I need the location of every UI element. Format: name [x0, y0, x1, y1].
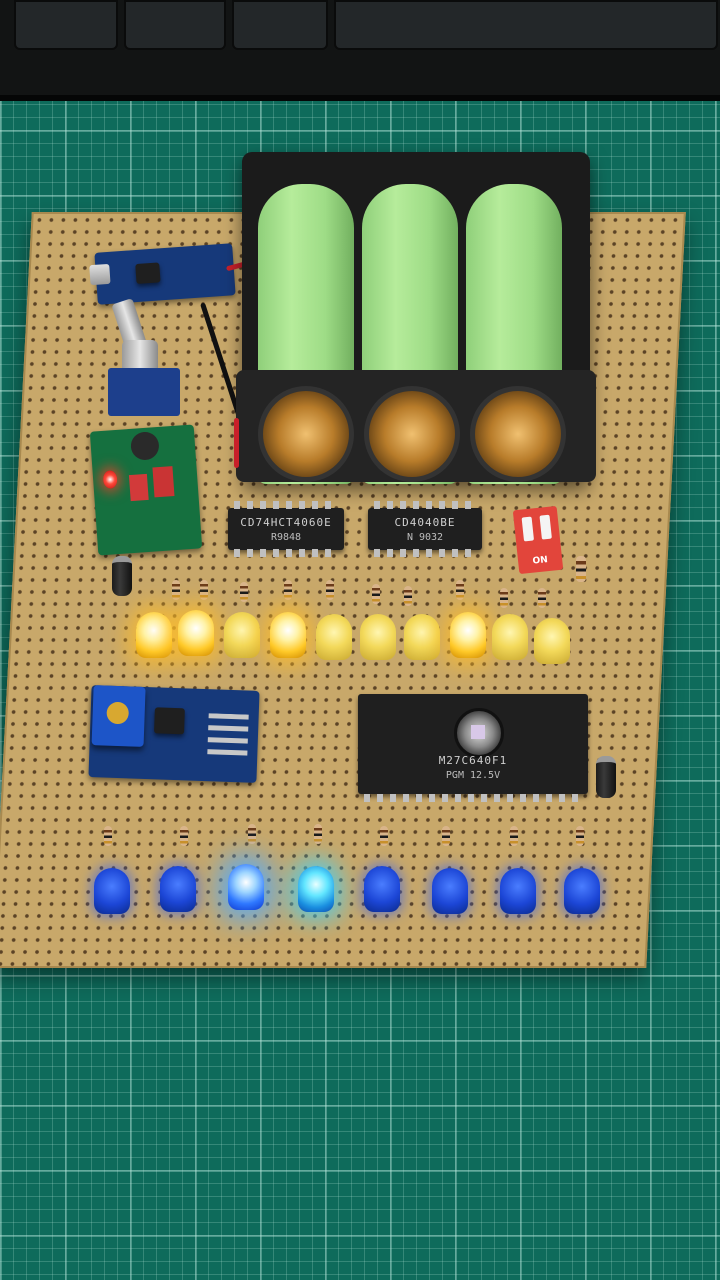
resistor: [380, 826, 388, 846]
counter-chip-4060: CD74HCT4060E R9848: [228, 501, 344, 557]
yellow-led: [178, 610, 214, 656]
trimmer-potentiometer[interactable]: [91, 685, 146, 747]
charger-module: [89, 243, 236, 305]
dip-switch[interactable]: ON: [512, 505, 564, 575]
blue-led: [160, 866, 196, 912]
keyboard-spacebar: [334, 0, 718, 50]
chip-label: M27C640F1: [438, 754, 508, 767]
electrolytic-capacitor: [112, 556, 132, 596]
dac-ic: [154, 707, 185, 735]
dip-switch-lever[interactable]: [521, 516, 535, 542]
chip-label: CD74HCT4060E: [240, 516, 332, 529]
resistor: [326, 580, 334, 600]
yellow-led: [492, 614, 528, 660]
battery-holder: [236, 152, 596, 484]
resistor: [104, 826, 112, 846]
chip-label: CD4040BE: [394, 516, 456, 529]
charger-ic: [135, 262, 161, 285]
blue-led: [298, 866, 334, 912]
smd-part: [152, 466, 175, 498]
keyboard-key: [124, 0, 226, 50]
dac-module: [88, 685, 260, 783]
eprom-window: [454, 708, 504, 758]
yellow-led: [270, 612, 306, 658]
resistor: [442, 826, 450, 846]
keyboard-edge: [0, 0, 720, 101]
yellow-led: [316, 614, 352, 660]
blue-led: [364, 866, 400, 912]
dip-switch-label: ON: [532, 555, 549, 567]
resistor: [314, 824, 322, 844]
blue-led: [500, 868, 536, 914]
resistor: [576, 556, 586, 582]
eprom-chip: M27C640F1 PGM 12.5V: [358, 694, 588, 802]
boost-module: [89, 424, 203, 556]
yellow-led: [450, 612, 486, 658]
keyboard-key: [232, 0, 328, 50]
resistor: [240, 582, 248, 602]
inductor: [129, 431, 160, 461]
resistor: [538, 588, 546, 608]
power-led: [102, 470, 118, 489]
dip-switch-lever[interactable]: [539, 514, 552, 540]
battery-contact: [364, 386, 460, 482]
resistor: [576, 826, 584, 846]
chip-label-secondary: N 9032: [406, 532, 444, 543]
resistor: [500, 588, 508, 608]
resistor: [200, 580, 208, 600]
resistor: [372, 584, 380, 604]
blue-led: [94, 868, 130, 914]
resistor: [404, 586, 412, 606]
keyboard-key: [14, 0, 118, 50]
red-wire: [234, 418, 239, 468]
electrolytic-capacitor: [596, 756, 616, 798]
blue-led: [228, 864, 264, 910]
yellow-led: [534, 618, 570, 664]
chip-label-secondary: PGM 12.5V: [445, 770, 501, 781]
toggle-switch: [108, 368, 180, 416]
resistor: [456, 580, 464, 600]
blue-led: [432, 868, 468, 914]
resistor: [172, 580, 180, 600]
smd-part: [128, 473, 149, 502]
resistor: [180, 826, 188, 846]
resistor: [284, 580, 292, 600]
header-pins: [207, 713, 249, 759]
resistor: [510, 826, 518, 846]
yellow-led: [404, 614, 440, 660]
yellow-led: [224, 612, 260, 658]
blue-led: [564, 868, 600, 914]
resistor: [248, 824, 256, 844]
holder-front: [236, 370, 596, 482]
yellow-led: [136, 612, 172, 658]
usb-port: [89, 263, 111, 286]
chip-label-secondary: R9848: [270, 532, 302, 543]
eprom-die: [471, 725, 485, 739]
yellow-led: [360, 614, 396, 660]
counter-chip-4040: CD4040BE N 9032: [368, 501, 482, 557]
battery-contact: [470, 386, 566, 482]
trimmer-screw[interactable]: [106, 701, 130, 725]
battery-contact: [258, 386, 354, 482]
